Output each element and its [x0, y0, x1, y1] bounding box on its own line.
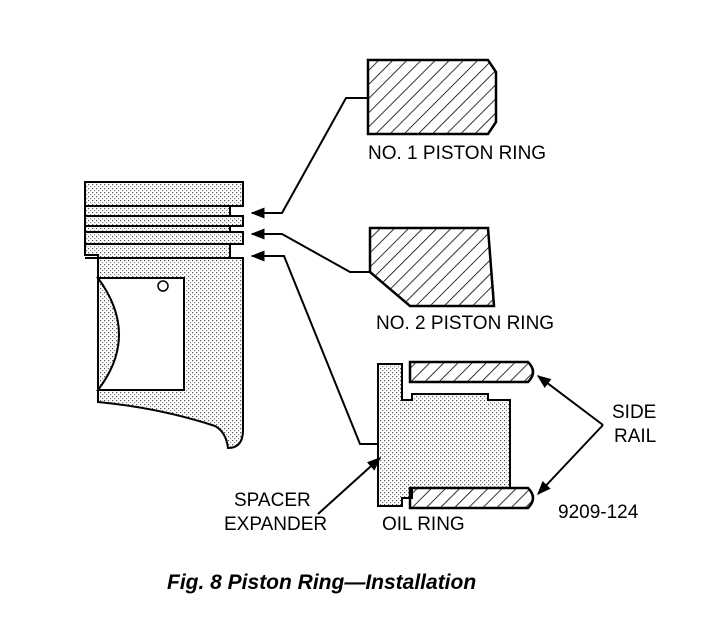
spacer-label-line1: SPACER [234, 490, 311, 511]
figure-code: 9209-124 [558, 502, 639, 523]
spacer-label-line2: EXPANDER [224, 514, 327, 535]
ring1-label: NO. 1 PISTON RING [368, 143, 546, 164]
ring1-section [366, 58, 498, 136]
oil-ring-assembly [377, 360, 535, 510]
side-rail-label-line2: RAIL [614, 426, 656, 447]
piston [84, 181, 244, 450]
ring2-label: NO. 2 PISTON RING [376, 313, 554, 334]
oil-ring-label: OIL RING [382, 514, 465, 535]
side-rail-label-line1: SIDE [612, 402, 656, 423]
leader-lines [250, 97, 604, 515]
ring2-section [368, 226, 496, 308]
figure-caption: Fig. 8 Piston Ring—Installation [167, 571, 476, 594]
